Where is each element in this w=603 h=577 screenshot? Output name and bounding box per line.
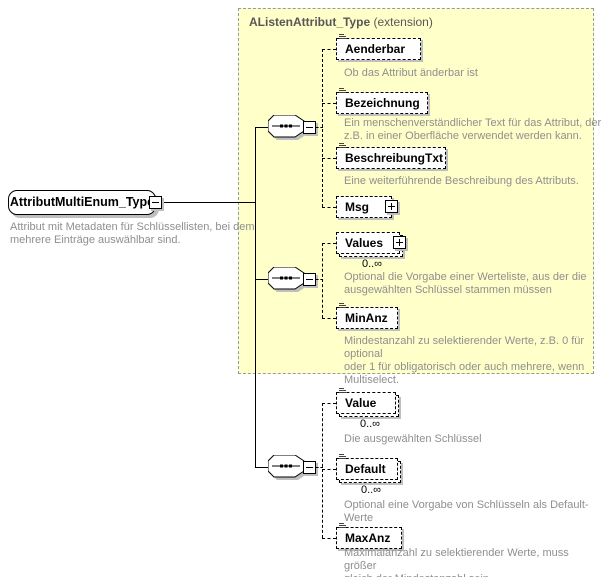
connector-dashed <box>322 403 323 538</box>
collapse-button[interactable] <box>149 196 162 209</box>
element-label: MinAnz <box>336 307 398 329</box>
connector-dashed <box>316 127 323 128</box>
element-values[interactable]: Values <box>336 232 406 257</box>
element-default[interactable]: Default <box>336 454 401 483</box>
expand-button[interactable] <box>385 200 398 213</box>
element-annotation: Ein menschenverständlicher Text für das … <box>344 117 602 142</box>
element-annotation: Optional eine Vorgabe von Schlüsseln als… <box>344 499 589 524</box>
element-label: BeschreibungTxt <box>336 147 446 169</box>
root-element[interactable]: AttributMultiEnum_Type <box>8 190 156 215</box>
connector-dashed <box>316 279 323 280</box>
collapse-button[interactable] <box>303 461 316 474</box>
extension-type-name: AListenAttribut_Type <box>249 15 371 29</box>
connector-dashed <box>322 243 336 244</box>
connector-dashed <box>322 103 336 104</box>
cardinality-label: 0..∞ <box>360 484 382 496</box>
connector-line <box>163 202 256 203</box>
element-label: MaxAnz <box>336 527 402 549</box>
extension-container: AListenAttribut_Type (extension) <box>238 8 594 374</box>
element-label: Msg <box>336 196 392 218</box>
sequence-icon[interactable] <box>268 455 309 482</box>
connector-dashed <box>322 318 336 319</box>
element-annotation: Eine weiterführende Beschreibung des Att… <box>344 175 579 187</box>
element-label: Aenderbar <box>336 38 421 60</box>
element-label: Values <box>336 232 400 254</box>
element-msg[interactable]: Msg <box>336 196 398 218</box>
element-annotation: Maximalanzahl zu selektierender Werte, m… <box>344 547 569 577</box>
element-label: Default <box>336 458 398 480</box>
text-content-icon <box>339 88 346 93</box>
connector-dashed <box>322 538 336 539</box>
connector-line <box>255 127 268 128</box>
collapse-button[interactable] <box>303 121 316 134</box>
connector-line <box>255 279 268 280</box>
text-content-icon <box>339 303 346 308</box>
text-content-icon <box>339 523 346 528</box>
element-aenderbar[interactable]: Aenderbar <box>336 34 421 60</box>
connector-dashed <box>316 467 323 468</box>
element-label: Value <box>336 392 396 414</box>
text-content-icon <box>339 454 346 459</box>
sequence-icon[interactable] <box>268 115 309 142</box>
element-minanz[interactable]: MinAnz <box>336 303 398 329</box>
text-content-icon <box>339 143 346 148</box>
element-beschreibungtxt[interactable]: BeschreibungTxt <box>336 143 446 169</box>
connector-dashed <box>322 243 323 318</box>
element-label: Bezeichnung <box>336 92 428 114</box>
cardinality-label: 0..∞ <box>361 258 383 270</box>
element-maxanz[interactable]: MaxAnz <box>336 523 402 549</box>
cardinality-label: 0..∞ <box>359 418 381 430</box>
connector-line <box>255 127 256 467</box>
element-bezeichnung[interactable]: Bezeichnung <box>336 88 428 114</box>
root-element-label: AttributMultiEnum_Type <box>9 195 155 209</box>
text-content-icon <box>339 34 346 39</box>
element-annotation: Ob das Attribut änderbar ist <box>344 67 478 79</box>
connector-line <box>255 467 268 468</box>
minus-icon <box>306 127 313 128</box>
minus-icon <box>306 279 313 280</box>
connector-dashed <box>322 49 336 50</box>
collapse-button[interactable] <box>303 273 316 286</box>
root-annotation: Attribut mit Metadaten für Schlüssellist… <box>10 221 255 246</box>
connector-dashed <box>322 403 336 404</box>
element-annotation: Optional die Vorgabe einer Werteliste, a… <box>344 271 587 296</box>
extension-title: AListenAttribut_Type (extension) <box>249 15 433 29</box>
minus-icon <box>152 202 159 203</box>
text-content-icon <box>339 388 346 393</box>
connector-dashed <box>322 158 336 159</box>
minus-icon <box>306 467 313 468</box>
connector-dashed <box>322 469 336 470</box>
element-annotation: Mindestanzahl zu selektierender Werte, z… <box>344 335 585 386</box>
element-value[interactable]: Value <box>336 388 399 417</box>
extension-suffix: (extension) <box>373 15 433 29</box>
connector-dashed <box>322 207 336 208</box>
element-annotation: Die ausgewählten Schlüssel <box>344 433 482 445</box>
connector-dashed <box>322 49 323 207</box>
sequence-icon[interactable] <box>268 267 309 294</box>
expand-button[interactable] <box>393 236 406 249</box>
